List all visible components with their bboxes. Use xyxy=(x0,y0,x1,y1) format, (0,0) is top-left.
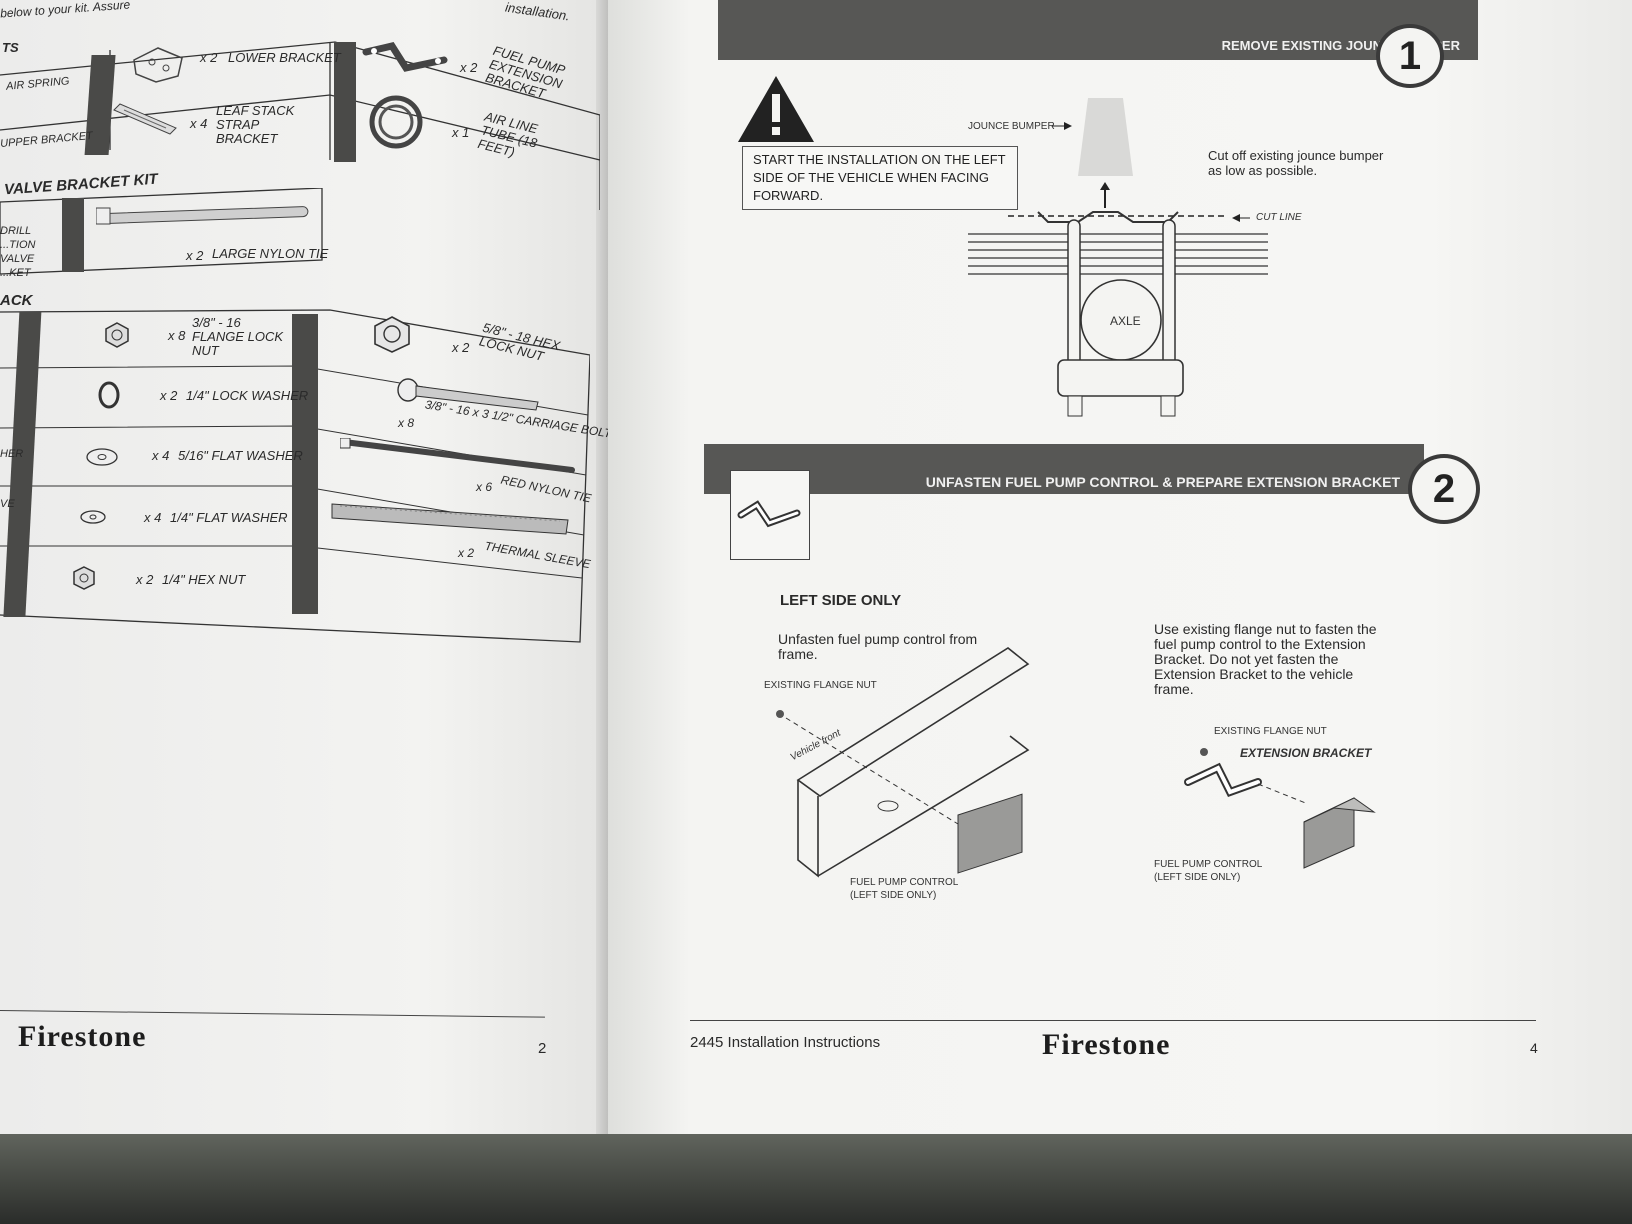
hardware-header-fragment: ACK xyxy=(0,292,33,309)
hardware-left-5-qty: x 2 xyxy=(136,572,154,587)
air-line-tube-icon xyxy=(366,92,426,157)
jounce-bumper-diagram: JOUNCE BUMPER CUT LINE AXLE xyxy=(968,90,1368,430)
existing-nut-label-right: EXISTING FLANGE NUT xyxy=(1214,726,1327,737)
step2-banner: UNFASTEN FUEL PUMP CONTROL & PREPARE EXT… xyxy=(704,444,1424,494)
right-page: REMOVE EXISTING JOUNCE BUMPER REMOVE EXI… xyxy=(608,0,1632,1134)
small-flat-washer-icon xyxy=(78,508,108,531)
step2-left-instruction: Unfasten fuel pump control from frame. xyxy=(778,631,978,662)
right-footer-doc-title: 2445 Installation Instructions xyxy=(690,1034,881,1051)
hardware-left-fragment-2: VE xyxy=(0,498,15,510)
frame-diagram-svg xyxy=(776,647,1030,878)
bracket-diagram-svg xyxy=(1184,748,1376,869)
red-nylon-tie-icon xyxy=(339,437,580,483)
parts-header-fragment: TS xyxy=(2,40,19,55)
jounce-bumper-label: JOUNCE BUMPER xyxy=(968,121,1055,132)
carriage-bolt-icon xyxy=(396,376,546,421)
step2-part-thumbnail xyxy=(730,470,810,560)
step1-number-circle: 1 xyxy=(1376,24,1444,88)
parts-row-1-name: LOWER BRACKET xyxy=(228,50,341,65)
step1-banner-bar: REMOVE EXISTING JOUNCE BUMPER xyxy=(718,8,1478,60)
step1-number: 1 xyxy=(1398,34,1422,78)
hardware-table: HER VE x 8 3/8" - 16 FLANGE LOCK NUT x 2… xyxy=(0,300,612,645)
hardware-left-fragment-1: HER xyxy=(0,448,24,460)
parts-row-2-qty: x 4 xyxy=(190,116,208,131)
hardware-left-4-qty: x 4 xyxy=(144,510,162,525)
jounce-diagram-svg xyxy=(968,98,1268,417)
hardware-right-1-qty: x 2 xyxy=(452,340,470,355)
parts-row-1-qty: x 2 xyxy=(200,50,218,65)
hardware-left-2-name: 1/4" LOCK WASHER xyxy=(186,388,309,403)
parts-row-1-right-qty: x 2 xyxy=(460,60,478,75)
lower-bracket-icon xyxy=(128,42,188,91)
valve-kit-name: LARGE NYLON TIE xyxy=(212,246,329,261)
fuel-pump-label-right: FUEL PUMP CONTROL (LEFT SIDE ONLY) xyxy=(1154,859,1262,883)
step1-note: Cut off existing jounce bumper as low as… xyxy=(1208,148,1384,178)
step2-number: 2 xyxy=(1432,467,1456,511)
valve-kit-qty: x 2 xyxy=(186,248,204,263)
warning-text: START THE INSTALLATION ON THE LEFT SIDE … xyxy=(753,152,1006,203)
cut-line-label: CUT LINE xyxy=(1256,212,1302,223)
extension-bracket-label: EXTENSION BRACKET xyxy=(1240,746,1372,760)
hex-nut-icon xyxy=(70,564,98,597)
parts-table-frame xyxy=(0,41,601,225)
lock-washer-icon xyxy=(96,380,122,415)
left-page: below to your kit. Assure installation. … xyxy=(0,0,612,1134)
hex-lock-nut-icon xyxy=(370,314,414,359)
step2-number-circle: 2 xyxy=(1408,454,1480,524)
fuel-pump-label-left: FUEL PUMP CONTROL (LEFT SIDE ONLY) xyxy=(850,877,958,901)
thermal-sleeve-icon xyxy=(330,500,570,541)
hardware-left-3-qty: x 4 xyxy=(152,448,170,463)
hardware-right-3-qty: x 6 xyxy=(476,480,493,494)
hardware-left-1-name: 3/8" - 16 FLANGE LOCK NUT xyxy=(192,315,284,358)
left-footer-rule xyxy=(0,1010,545,1018)
flat-washer-icon xyxy=(84,446,120,473)
flange-nut-icon xyxy=(102,320,132,355)
extension-bracket-diagram: EXISTING FLANGE NUT EXTENSION BRACKET FU… xyxy=(1148,712,1378,892)
right-page-number: 4 xyxy=(1530,1040,1538,1056)
hardware-left-1-qty: x 8 xyxy=(168,328,186,343)
hardware-left-2-qty: x 2 xyxy=(160,388,178,403)
existing-nut-label-left: EXISTING FLANGE NUT xyxy=(764,680,877,691)
parts-row-2-right-qty: x 1 xyxy=(452,125,470,140)
valve-kit-frame xyxy=(0,187,323,275)
valve-kit-left-label: DRILL ...TION VALVE ...KET xyxy=(0,225,36,279)
right-footer-rule xyxy=(690,1020,1536,1021)
parts-row-2-name: LEAF STACK STRAP BRACKET xyxy=(216,103,295,146)
strap-bracket-icon xyxy=(110,100,180,145)
left-page-number: 2 xyxy=(538,1040,547,1057)
top-left-fragment: below to your kit. Assure xyxy=(0,0,131,21)
extension-bracket-thumb-icon xyxy=(737,495,803,536)
right-footer-brand: Firestone xyxy=(1042,1028,1171,1061)
step2-right-instruction: Use existing flange nut to fasten the fu… xyxy=(1154,621,1377,697)
warning-icon xyxy=(736,72,816,149)
left-footer-brand: Firestone xyxy=(18,1020,147,1053)
fuel-pump-bracket-icon xyxy=(362,38,452,83)
parts-table: TS AIR SPRING UPPER BRACKET x 2 LOWER BR… xyxy=(0,20,601,225)
valve-kit-box: DRILL ...TION VALVE ...KET x 2 LARGE NYL… xyxy=(0,187,329,279)
hardware-left-5-name: 1/4" HEX NUT xyxy=(162,572,246,587)
hardware-right-2-qty: x 8 xyxy=(398,416,415,430)
large-nylon-tie-icon xyxy=(95,204,320,233)
axle-label: AXLE xyxy=(1110,314,1141,328)
frame-diagram: EXISTING FLANGE NUT Vehicle front FUEL P… xyxy=(758,640,1058,910)
hardware-left-3-name: 5/16" FLAT WASHER xyxy=(178,448,303,463)
warning-box: START THE INSTALLATION ON THE LEFT SIDE … xyxy=(742,146,1018,210)
hardware-left-4-name: 1/4" FLAT WASHER xyxy=(170,510,288,525)
hardware-right-4-qty: x 2 xyxy=(458,546,475,560)
left-side-only-heading: LEFT SIDE ONLY xyxy=(780,592,902,609)
step2-title: UNFASTEN FUEL PUMP CONTROL & PREPARE EXT… xyxy=(925,474,1400,490)
